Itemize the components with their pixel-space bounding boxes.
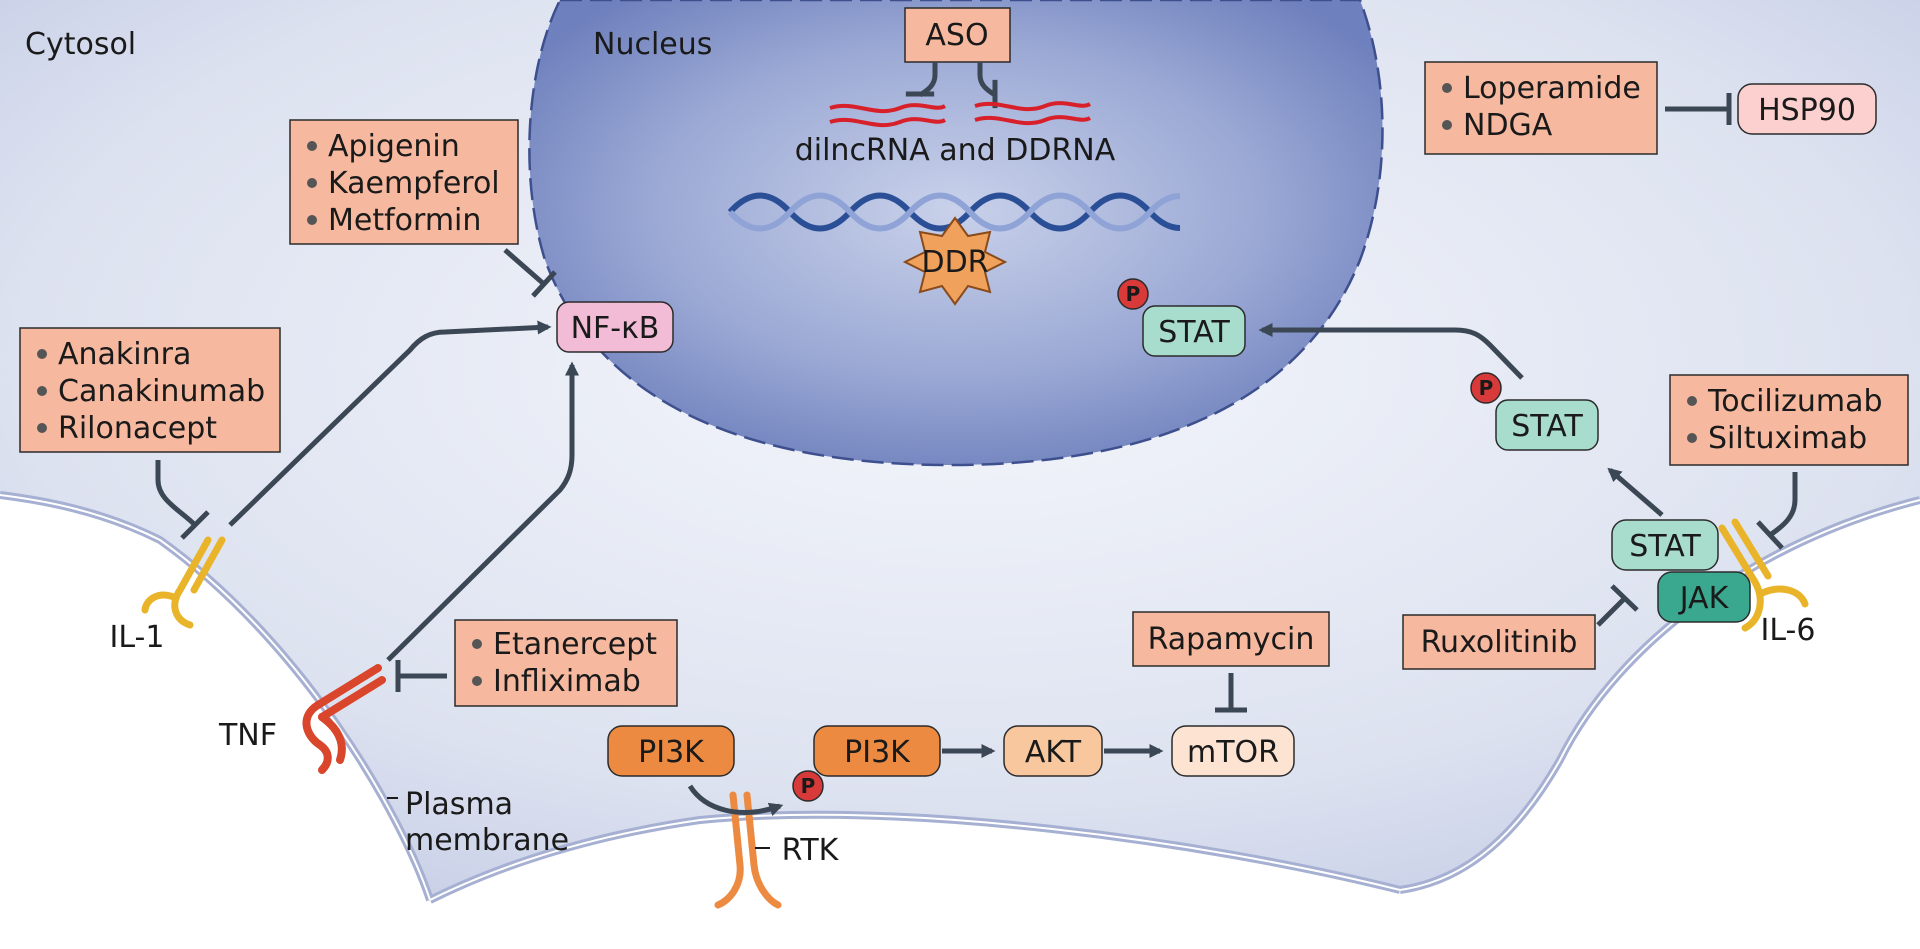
mtor-label: mTOR: [1187, 735, 1279, 770]
drug-tocilizumab: Tocilizumab: [1707, 384, 1883, 419]
pi3k-label-1: PI3K: [638, 735, 705, 770]
drug-anakinra: Anakinra: [58, 337, 191, 372]
stat-to-nucleus-arrow: [1258, 323, 1524, 380]
phospho-icon: [1117, 278, 1149, 310]
il1-to-nfkb-arrow: [228, 320, 552, 527]
cytosol-label: Cytosol: [25, 27, 136, 62]
drug-rilonacept: Rilonacept: [58, 411, 217, 446]
mtor-inhibitor-box: [1132, 611, 1330, 667]
nfkb-inhibitor-box: [289, 119, 519, 245]
drug-metformin: Metformin: [328, 203, 481, 238]
nucleus-label: Nucleus: [593, 27, 712, 62]
pi3k-label-2: PI3K: [844, 735, 911, 770]
phospho-label-1: P: [1126, 282, 1141, 306]
il1-receptor-icon: [141, 536, 226, 629]
drug-kaempferol: Kaempferol: [328, 166, 500, 201]
aso-box: [904, 7, 1011, 63]
tnf-receptor-icon: [302, 664, 386, 774]
tnf-to-nfkb-arrow: [386, 361, 579, 662]
stat-nuclear-node: [1142, 305, 1246, 357]
il6-inhibitor-box: [1669, 374, 1909, 466]
drug-rapamycin: Rapamycin: [1148, 622, 1315, 657]
jak-to-stat-arrow: [1607, 467, 1664, 517]
stat-receptor-label: STAT: [1629, 529, 1701, 564]
phospho-icon: [1470, 372, 1502, 404]
mtor-node: [1171, 725, 1295, 777]
tnf-label: TNF: [218, 718, 277, 753]
pi3k-node-2: [813, 725, 941, 777]
pi3k-node-1: [607, 725, 735, 777]
hsp90-label: HSP90: [1758, 93, 1856, 128]
jak-node: [1657, 571, 1751, 623]
hsp90-node: [1737, 83, 1877, 135]
drug-loperamide: Loperamide: [1463, 71, 1641, 106]
hsp90-inhibitor-box: [1424, 61, 1658, 155]
drug-ruxolitinib: Ruxolitinib: [1421, 625, 1578, 660]
rna-label: dilncRNA and DDRNA: [795, 133, 1116, 168]
drug-siltuximab: Siltuximab: [1708, 421, 1867, 456]
drug-canakinumab: Canakinumab: [58, 374, 265, 409]
akt-node: [1003, 725, 1103, 777]
tnf-inhibitor-box: [454, 619, 678, 707]
plasma-membrane-label-line2: membrane: [405, 823, 569, 858]
aso-label: ASO: [925, 18, 988, 53]
nfkb-label: NF-κB: [571, 311, 660, 346]
rtk-receptor-icon: [714, 791, 782, 909]
ddr-label: DDR: [921, 245, 988, 280]
drug-apigenin: Apigenin: [328, 129, 460, 164]
rna-strands-icon: [829, 101, 1092, 128]
phospho-icon: [792, 770, 824, 802]
phospho-label-3: P: [801, 774, 816, 798]
stat-cyto-node: [1495, 399, 1599, 451]
stat-receptor-node: [1611, 519, 1719, 571]
jak-inhibitor-box: [1402, 614, 1596, 670]
pi3k-activation-arrow: [687, 784, 784, 817]
il6-receptor-icon: [1718, 518, 1809, 632]
ddr-burst-icon: [902, 216, 1008, 306]
il1-label: IL-1: [110, 620, 165, 655]
stat-cyto-label: STAT: [1511, 409, 1583, 444]
jak-label: JAK: [1678, 581, 1730, 616]
phospho-label-2: P: [1479, 376, 1494, 400]
drug-ndga: NDGA: [1463, 108, 1553, 143]
plasma-membrane-label-line1: Plasma: [405, 787, 513, 822]
akt-label: AKT: [1025, 735, 1082, 770]
dna-helix-icon: [727, 192, 1181, 232]
rtk-label: RTK: [782, 833, 840, 868]
drug-infliximab: Infliximab: [493, 664, 641, 699]
il1-inhibitor-box: [19, 327, 281, 453]
il6-label: IL-6: [1761, 613, 1816, 648]
stat-nuclear-label: STAT: [1158, 315, 1230, 350]
drug-etanercept: Etanercept: [493, 627, 657, 662]
nfkb-node: [556, 301, 674, 353]
